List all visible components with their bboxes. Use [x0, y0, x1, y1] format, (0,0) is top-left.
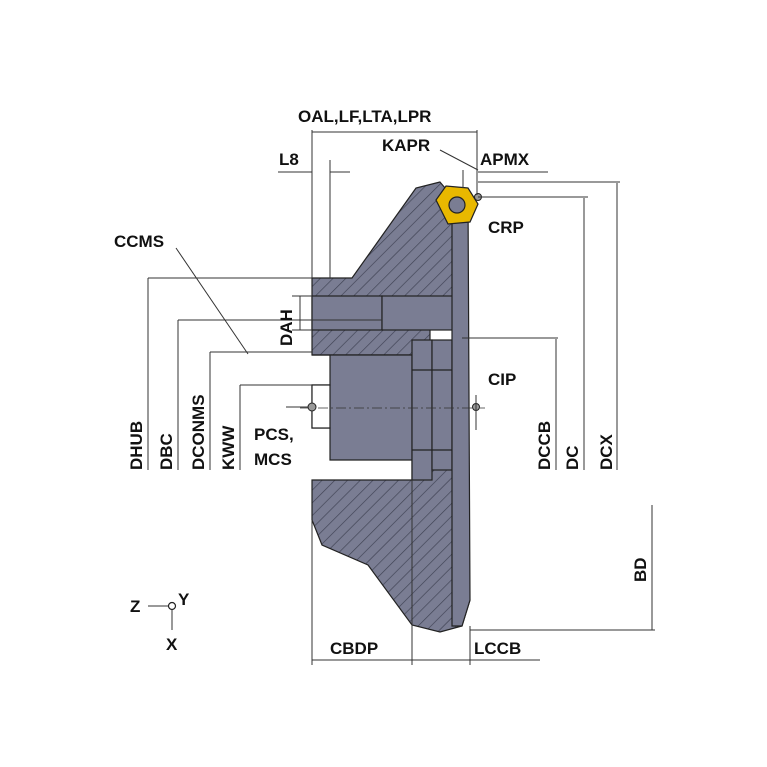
label-dc: DC	[563, 445, 582, 470]
front-face	[451, 195, 471, 627]
cutting-insert	[435, 185, 479, 225]
label-oal: OAL,LF,LTA,LPR	[298, 107, 431, 126]
label-dbc: DBC	[157, 433, 176, 470]
label-bd: BD	[631, 557, 650, 582]
upper-bore-step	[381, 295, 461, 331]
label-lccb: LCCB	[474, 639, 521, 658]
label-cbdp: CBDP	[330, 639, 378, 658]
label-apmx: APMX	[480, 150, 530, 169]
pcs-point	[307, 402, 317, 412]
label-kww: KWW	[219, 425, 238, 470]
label-kapr: KAPR	[382, 136, 430, 155]
upper-hub-step	[311, 295, 383, 331]
label-axis-z: Z	[130, 597, 140, 616]
label-mcs: MCS	[254, 450, 292, 469]
label-dccb: DCCB	[535, 421, 554, 470]
label-dconms: DCONMS	[189, 394, 208, 470]
label-dhub: DHUB	[127, 421, 146, 470]
label-l8: L8	[279, 150, 299, 169]
counterbore-ring-1	[411, 339, 433, 481]
label-axis-y: Y	[178, 590, 190, 609]
label-cip: CIP	[488, 370, 516, 389]
axis-indicator	[148, 601, 177, 630]
label-ccms: CCMS	[114, 232, 164, 251]
label-crp: CRP	[488, 218, 524, 237]
label-axis-x: X	[166, 635, 178, 654]
label-pcs: PCS,	[254, 425, 294, 444]
dimension-lines	[147, 130, 655, 665]
label-dah: DAH	[277, 309, 296, 346]
label-dcx: DCX	[597, 433, 616, 470]
